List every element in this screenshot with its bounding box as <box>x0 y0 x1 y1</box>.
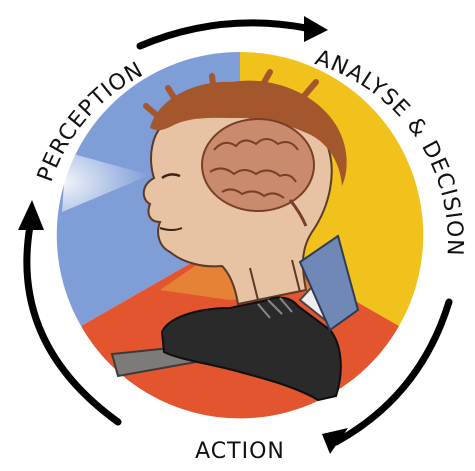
arrowhead-left <box>18 200 44 230</box>
arrowhead-top <box>304 16 328 42</box>
boot-laces <box>257 297 293 319</box>
arrow-left <box>23 222 122 426</box>
hair-strands <box>143 69 319 121</box>
boot-icon <box>110 234 360 402</box>
trouser-leg <box>298 234 360 332</box>
vision-beam <box>62 152 150 212</box>
cycle-arrow-icon <box>23 19 453 446</box>
boot-shape <box>160 296 342 402</box>
hair <box>150 80 347 186</box>
brain-icon <box>201 118 315 227</box>
arrow-right <box>332 298 453 446</box>
arrowhead-right <box>322 428 348 454</box>
arrowheads <box>18 16 348 454</box>
eye <box>161 173 181 180</box>
action-label: ACTION <box>195 439 285 464</box>
mouth <box>159 227 183 231</box>
neck <box>249 259 301 301</box>
arrow-top <box>136 19 310 50</box>
